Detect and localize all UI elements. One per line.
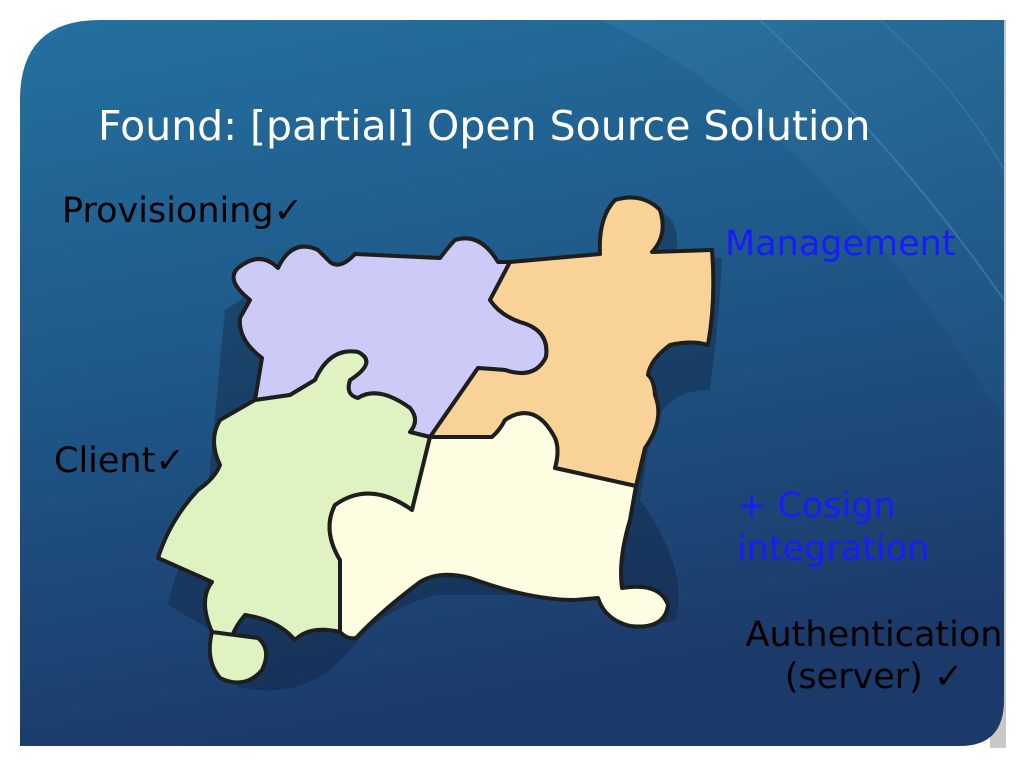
- label-authentication-line1: Authentication: [745, 615, 1003, 655]
- label-authentication-line2: (server) ✓: [784, 657, 964, 697]
- label-provisioning: Provisioning✓: [62, 191, 303, 231]
- label-cosign-integration: + Cosign integration: [737, 485, 929, 570]
- label-cosign-line1: + Cosign: [737, 486, 896, 526]
- label-management: Management: [725, 224, 956, 264]
- label-client: Client✓: [54, 441, 185, 481]
- label-cosign-line2: integration: [737, 528, 930, 569]
- label-authentication: Authentication (server) ✓: [724, 614, 1024, 698]
- slide-title: Found: [partial] Open Source Solution: [98, 102, 871, 150]
